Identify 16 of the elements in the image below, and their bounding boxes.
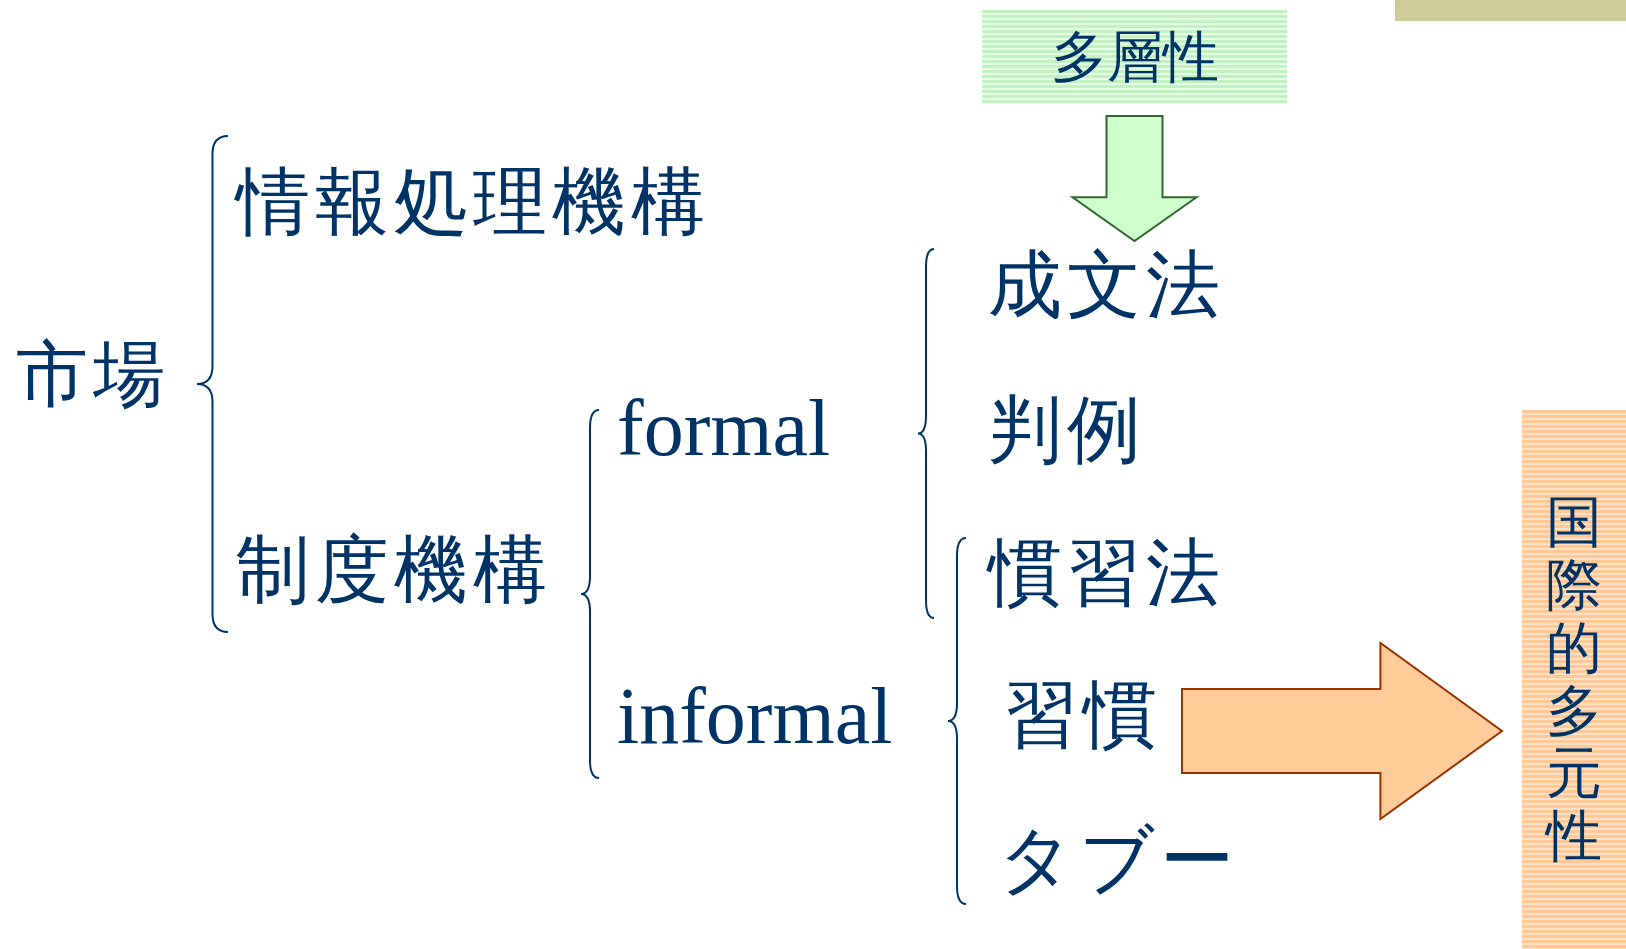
box-label: 国際的多元性 <box>1546 491 1602 868</box>
box-label: 多層性 <box>1050 29 1219 85</box>
term-label: タブー <box>998 822 1239 896</box>
term-label: 制度機構 <box>236 532 552 606</box>
term-label: 慣習法 <box>988 535 1225 609</box>
term-label: 習慣 <box>1004 677 1162 751</box>
block-arrow <box>1069 115 1200 243</box>
term-label: formal <box>617 388 831 468</box>
term-label: 情報処理機構 <box>236 164 710 238</box>
term-label: informal <box>617 676 893 756</box>
block-arrow <box>1181 641 1504 821</box>
term-label: 市場 <box>16 338 170 410</box>
term-label: 判例 <box>988 392 1146 466</box>
term-label: 成文法 <box>988 247 1225 321</box>
heading-box <box>982 10 1287 104</box>
banner-box <box>1522 410 1626 949</box>
